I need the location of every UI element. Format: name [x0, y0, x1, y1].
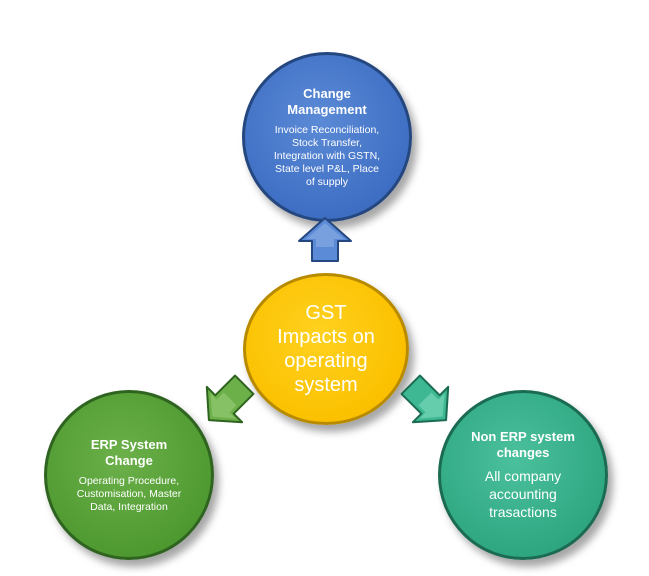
desc-line: Stock Transfer, — [291, 136, 363, 149]
erp-system-change-node: ERP System Change Operating Procedure, C… — [44, 390, 214, 560]
center-label: GST Impacts on operating system — [277, 301, 375, 397]
change-management-desc: Invoice Reconciliation, Stock Transfer, … — [274, 124, 380, 189]
title-line: Change — [303, 85, 351, 101]
desc-line: Operating Procedure, — [78, 474, 180, 487]
change-management-node: Change Management Invoice Reconciliation… — [242, 52, 412, 222]
desc-line: accounting — [489, 486, 557, 502]
center-line: Impacts on — [277, 326, 375, 348]
desc-line: of supply — [305, 175, 349, 188]
down-right-arrow-icon — [400, 374, 450, 424]
title-line: Management — [287, 101, 367, 117]
down-left-arrow-icon — [205, 374, 255, 424]
title-line: changes — [496, 445, 550, 460]
non-erp-system-changes-desc: All company accounting trasactions — [485, 467, 561, 521]
desc-line: Data, Integration — [90, 500, 168, 513]
title-line: ERP System — [90, 436, 168, 452]
gst-impacts-center-node: GST Impacts on operating system — [243, 273, 409, 425]
center-line: GST — [305, 302, 347, 324]
non-erp-system-changes-node: Non ERP system changes All company accou… — [438, 390, 608, 560]
change-management-title: Change Management — [287, 86, 366, 118]
desc-line: Integration with GSTN, — [273, 149, 381, 162]
center-line: system — [294, 374, 358, 396]
title-line: Change — [105, 452, 153, 468]
desc-line: Invoice Reconciliation, — [274, 123, 380, 136]
erp-system-change-desc: Operating Procedure, Customisation, Mast… — [77, 475, 181, 514]
erp-system-change-title: ERP System Change — [91, 437, 167, 469]
center-line: operating — [284, 350, 368, 372]
up-arrow-icon — [298, 217, 352, 262]
desc-line: trasactions — [489, 504, 557, 520]
desc-line: All company — [484, 468, 562, 484]
desc-line: Customisation, Master — [76, 487, 182, 500]
title-line: Non ERP system — [471, 429, 575, 444]
non-erp-system-changes-title: Non ERP system changes — [471, 429, 575, 461]
desc-line: State level P&L, Place — [275, 162, 379, 175]
